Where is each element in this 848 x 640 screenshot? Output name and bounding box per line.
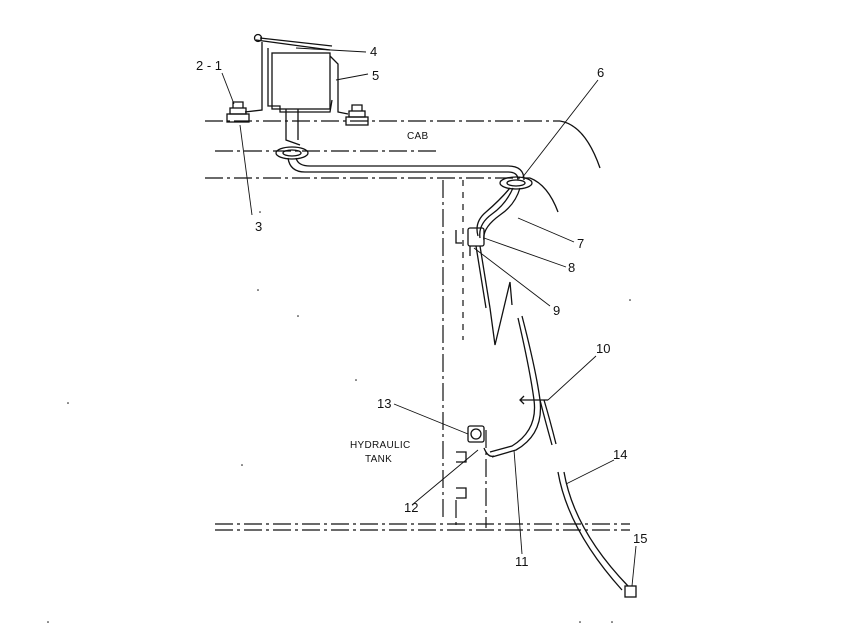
callout-11: 11	[515, 554, 529, 569]
connector-assembly	[467, 227, 513, 346]
ground-strap	[557, 471, 637, 598]
scan-specks	[47, 211, 631, 623]
lower-frame	[215, 523, 630, 531]
bracket-assembly	[244, 33, 349, 146]
sender-cable	[489, 315, 557, 458]
hydraulic-tank-label-line1: HYDRAULIC	[350, 440, 411, 451]
callout-15: 15	[633, 531, 647, 546]
wire-harness	[287, 157, 533, 241]
leader-lines	[221, 47, 637, 587]
callout-8: 8	[568, 260, 575, 275]
upper-grommet	[275, 146, 309, 160]
callout-5: 5	[372, 68, 379, 83]
callout-13: 13	[377, 396, 391, 411]
hydraulic-tank-label-line2: TANK	[365, 454, 392, 465]
callout-6: 6	[597, 65, 604, 80]
callout-12: 12	[404, 500, 418, 515]
cab-label: CAB	[407, 131, 428, 142]
callout-7: 7	[577, 236, 584, 251]
callout-14: 14	[613, 447, 627, 462]
callout-2-1: 2 - 1	[196, 58, 222, 73]
tank-wall	[442, 180, 487, 528]
callout-9: 9	[553, 303, 560, 318]
mounting-bolts	[226, 101, 369, 126]
callout-3: 3	[255, 219, 262, 234]
callout-10: 10	[596, 341, 610, 356]
cab-structure	[205, 120, 601, 213]
callout-4: 4	[370, 44, 377, 59]
